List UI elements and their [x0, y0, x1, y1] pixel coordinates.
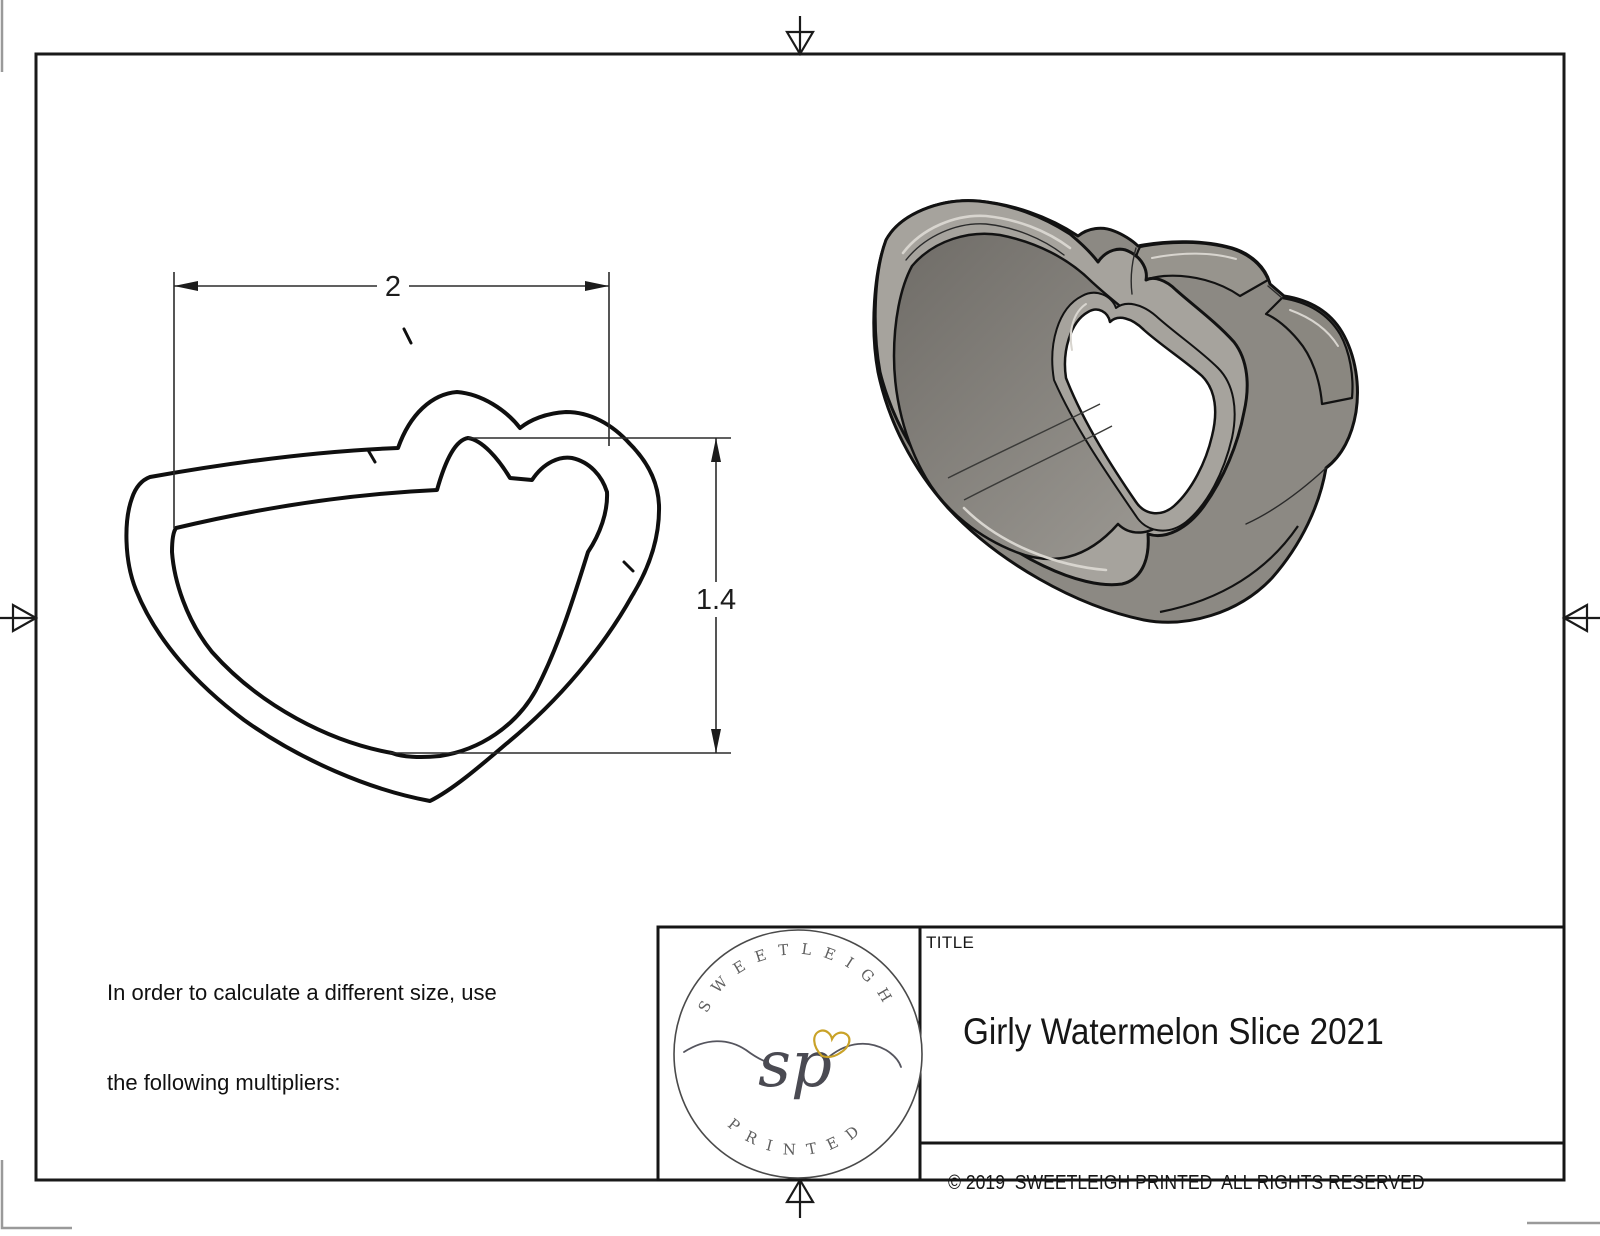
logo-flourish-left — [683, 1040, 768, 1063]
cutter-outer-outline — [124, 390, 662, 803]
bow-notch-edge — [1130, 247, 1137, 295]
sketch-nick-right-side — [622, 560, 635, 573]
block-bottom-edge — [1245, 467, 1327, 525]
center-marker-left — [0, 603, 39, 633]
multiplier-list: - 1.75" - multiply both dimensions by .8… — [107, 1192, 518, 1236]
block-divider-edge — [1267, 285, 1283, 299]
heart-icon — [813, 1029, 851, 1059]
sheet-edge-artifact-bottom-left — [0, 1160, 72, 1230]
drawing-title: Girly Watermelon Slice 2021 — [963, 1011, 1384, 1052]
flange-edge-top — [905, 223, 1065, 261]
center-marker-top — [785, 16, 815, 57]
block-highlight-1 — [1151, 252, 1237, 260]
flange-highlight-top — [901, 214, 1072, 255]
flange-highlight-bottom — [962, 506, 1108, 572]
dimension-height: 1.4 — [390, 437, 736, 754]
inner-wall-seam-1 — [947, 403, 1101, 479]
sweetleigh-logo: SWEETLEIGH PRINTED sp — [673, 929, 923, 1179]
sketch-nick-top-edge — [366, 448, 377, 464]
logo-circle — [673, 929, 923, 1179]
block-highlight-2 — [1289, 309, 1339, 347]
title-field-label: TITLE — [926, 933, 975, 952]
center-marker-right — [1561, 603, 1600, 633]
instructions-line-2: the following multipliers: — [107, 1070, 341, 1095]
cutter-3d-cutout-hole — [1063, 308, 1217, 515]
dimension-width-label: 2 — [385, 271, 401, 303]
inner-wall-seam-2 — [963, 425, 1113, 501]
logo-monogram: sp — [758, 1028, 832, 1102]
dimension-height-label: 1.4 — [696, 584, 736, 616]
cutter-2d-view — [124, 327, 662, 803]
sizing-instructions: In order to calculate a different size, … — [107, 918, 518, 1236]
copyright-notice: © 2019 SWEETLEIGH PRINTED ALL RIGHTS RES… — [948, 1172, 1425, 1194]
instructions-line-1: In order to calculate a different size, … — [107, 980, 497, 1005]
cutter-3d-bow-block-side — [1264, 296, 1354, 406]
hole-rim-highlight — [1069, 303, 1087, 351]
center-marker-bottom — [785, 1177, 815, 1218]
sketch-nick-hump — [402, 327, 413, 345]
dimension-width: 2 — [173, 271, 610, 528]
back-rim-inner-edge — [1159, 525, 1299, 614]
cutter-3d-render — [872, 199, 1359, 624]
cutter-inner-outline — [170, 436, 610, 759]
